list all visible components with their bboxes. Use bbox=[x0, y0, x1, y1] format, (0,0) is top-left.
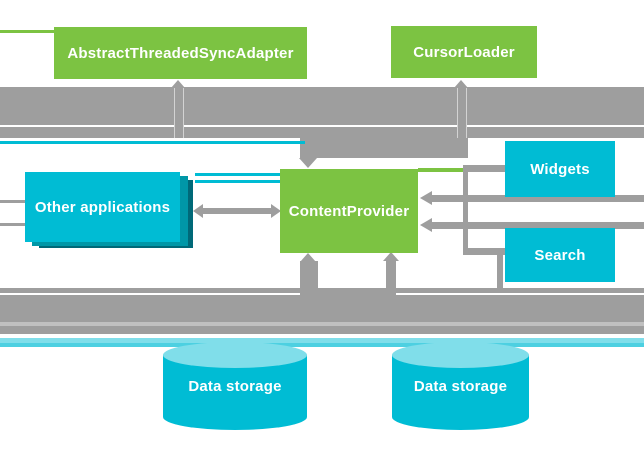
arrow-up-cp-right-icon bbox=[383, 252, 399, 261]
connector-widgets-feed bbox=[463, 165, 505, 172]
arrow-right-content-provider-icon bbox=[271, 204, 281, 218]
node-label: Other applications bbox=[34, 198, 171, 216]
cyan-edge-stack-1 bbox=[195, 173, 280, 176]
arrow-down-content-provider-icon bbox=[299, 158, 317, 168]
arrow-up-cursor-loader-icon bbox=[454, 80, 468, 88]
connector-drop-to-content-provider bbox=[300, 138, 468, 158]
node-label: Search bbox=[534, 246, 586, 264]
shaft-storage-right bbox=[386, 260, 396, 289]
connector-band-top-divider bbox=[0, 125, 644, 127]
arrow-shaft-sync-adapter bbox=[174, 87, 184, 138]
connector-trunk-down bbox=[497, 253, 503, 288]
connector-band-bottom-divider-right bbox=[396, 293, 644, 295]
node-label: ContentProvider bbox=[288, 202, 410, 220]
connector-search-feed bbox=[463, 248, 505, 255]
connector-widgets-run bbox=[432, 195, 644, 202]
node-data-storage-left: Data storage bbox=[163, 342, 307, 430]
node-label: Data storage bbox=[188, 378, 282, 395]
green-edge-content-provider bbox=[418, 168, 464, 172]
connector-left-stub-1 bbox=[0, 200, 25, 203]
node-other-applications: Other applications bbox=[25, 172, 180, 242]
cyan-edge-stack-2 bbox=[195, 180, 280, 183]
connector-band-bottom-divider-left bbox=[0, 293, 300, 295]
node-search: Search bbox=[505, 228, 615, 282]
green-edge-top-left bbox=[0, 30, 54, 33]
arrow-shaft-cursor-loader bbox=[457, 87, 467, 138]
node-cursor-loader: CursorLoader bbox=[391, 26, 537, 78]
cyan-stripe-storage-light bbox=[0, 338, 644, 343]
node-abstract-threaded-sync-adapter: AbstractThreadedSyncAdapter bbox=[54, 27, 307, 79]
cylinder-shape bbox=[392, 342, 529, 430]
shaft-storage-left bbox=[300, 261, 318, 289]
arrow-left-into-cp-from-widgets-icon bbox=[420, 191, 432, 205]
arrow-up-sync-adapter-icon bbox=[171, 80, 185, 88]
connector-left-stub-2 bbox=[0, 223, 25, 226]
node-label: Data storage bbox=[413, 378, 508, 395]
connector-search-run bbox=[432, 222, 644, 229]
node-content-provider: ContentProvider bbox=[280, 169, 418, 253]
connector-trunk-right bbox=[463, 168, 468, 255]
connector-band-top bbox=[0, 87, 644, 138]
node-label: Widgets bbox=[530, 160, 590, 178]
node-widgets: Widgets bbox=[505, 141, 615, 197]
node-label: AbstractThreadedSyncAdapter bbox=[67, 44, 294, 62]
node-data-storage-right: Data storage bbox=[392, 342, 529, 430]
connector-other-apps-content-provider bbox=[203, 208, 271, 214]
connector-band-bottom bbox=[0, 288, 644, 334]
arrow-left-into-cp-from-search-icon bbox=[420, 218, 432, 232]
connector-band-bottom-highlight bbox=[0, 322, 644, 326]
cyan-stripe-storage-soft bbox=[0, 343, 644, 347]
node-label: CursorLoader bbox=[413, 43, 515, 61]
arrow-up-cp-left-icon bbox=[300, 253, 316, 262]
cylinder-shape bbox=[163, 342, 307, 430]
arrow-left-other-apps-icon bbox=[193, 204, 203, 218]
cyan-stripe-left bbox=[0, 141, 305, 144]
